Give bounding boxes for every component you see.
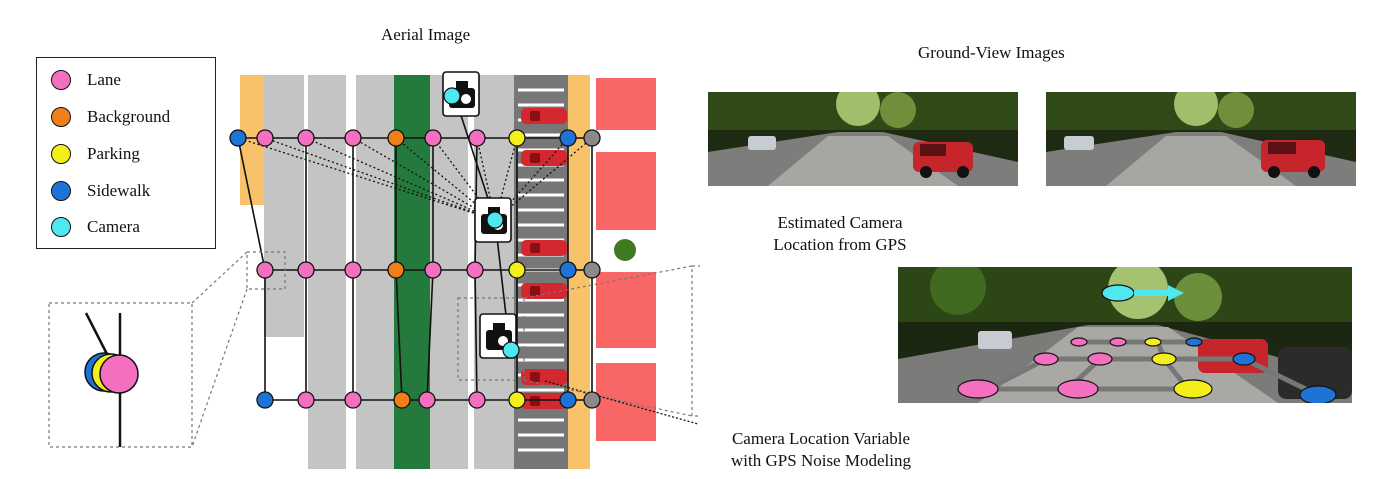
lane-node (256, 261, 274, 279)
legend-label: Parking (87, 144, 140, 163)
right-sidewalk-strip (568, 75, 590, 469)
parking-node (1173, 379, 1213, 399)
zoom-inset-nodes (84, 312, 139, 447)
sidewalk-node (1232, 352, 1256, 366)
background-swatch (51, 107, 71, 127)
sidewalk-node (256, 391, 274, 409)
caption-line: with GPS Noise Modeling (731, 451, 911, 470)
lane-node (957, 379, 999, 399)
ground-view-image (1046, 92, 1356, 186)
other-node (583, 129, 601, 147)
background-node (393, 391, 411, 409)
aerial-diagram (48, 71, 700, 469)
zoom-connectors (48, 251, 700, 448)
aerial-image-title: Aerial Image (381, 25, 471, 44)
lane-node (256, 129, 274, 147)
other-node (583, 391, 601, 409)
legend-item-lane: Lane (37, 64, 121, 96)
parking-node (508, 391, 526, 409)
parking-node (1144, 337, 1162, 347)
sidewalk-node (1185, 337, 1203, 347)
sidewalk-swatch (51, 181, 71, 201)
camera-icon (474, 197, 512, 243)
camera-node (1101, 284, 1135, 302)
lane-node (1087, 352, 1113, 366)
camera-icon (479, 313, 520, 359)
sidewalk-node (559, 129, 577, 147)
lane-node (468, 391, 486, 409)
lane-node (468, 129, 486, 147)
arrow-icon (1134, 285, 1184, 301)
caption-line: Estimated Camera (777, 213, 903, 232)
legend-label: Background (87, 107, 171, 126)
parking-swatch (51, 144, 71, 164)
sidewalk-node (559, 391, 577, 409)
tree (614, 239, 636, 261)
legend-label: Lane (87, 70, 121, 89)
lane-node (344, 261, 362, 279)
estimated-camera-caption: Estimated Camera Location from GPS (735, 212, 945, 256)
graph-nodes (229, 129, 601, 409)
sidewalk-node (229, 129, 247, 147)
camera-variable-caption: Camera Location Variable with GPS Noise … (696, 428, 946, 472)
lane-node (466, 261, 484, 279)
legend-item-camera: Camera (37, 211, 140, 243)
lane-node (1109, 337, 1127, 347)
lane-node (424, 261, 442, 279)
sidewalk-node (1299, 385, 1337, 403)
background-node (387, 261, 405, 279)
legend-item-sidewalk: Sidewalk (37, 175, 150, 207)
ground-view-overlay-image (898, 267, 1352, 403)
lane-node (297, 129, 315, 147)
road-lane (264, 75, 304, 337)
lane-node (344, 391, 362, 409)
sidewalk-node (559, 261, 577, 279)
lane-node (344, 129, 362, 147)
lane-node (297, 391, 315, 409)
building (596, 272, 656, 348)
parking-node (508, 261, 526, 279)
ground-view-image (708, 92, 1018, 186)
lane-node (1033, 352, 1059, 366)
camera-swatch (51, 217, 71, 237)
parking-node (508, 129, 526, 147)
legend-label: Sidewalk (87, 181, 151, 200)
camera-icon (442, 71, 480, 117)
building (596, 78, 656, 130)
lane-node (424, 129, 442, 147)
caption-line: Camera Location Variable (731, 429, 911, 448)
background-node (387, 129, 405, 147)
caption-line: Location from GPS (773, 235, 907, 254)
building (596, 152, 656, 230)
legend: Lane Background Parking Sidewalk Camera (36, 57, 216, 249)
legend-item-background: Background (37, 101, 170, 133)
lane-node (1070, 337, 1088, 347)
lane-swatch (51, 70, 71, 90)
legend-item-parking: Parking (37, 138, 140, 170)
lane-node (418, 391, 436, 409)
parking-node (1151, 352, 1177, 366)
lane-node (297, 261, 315, 279)
lane-node (1057, 379, 1099, 399)
other-node (583, 261, 601, 279)
legend-label: Camera (87, 217, 140, 236)
ground-view-title: Ground-View Images (918, 43, 1065, 62)
